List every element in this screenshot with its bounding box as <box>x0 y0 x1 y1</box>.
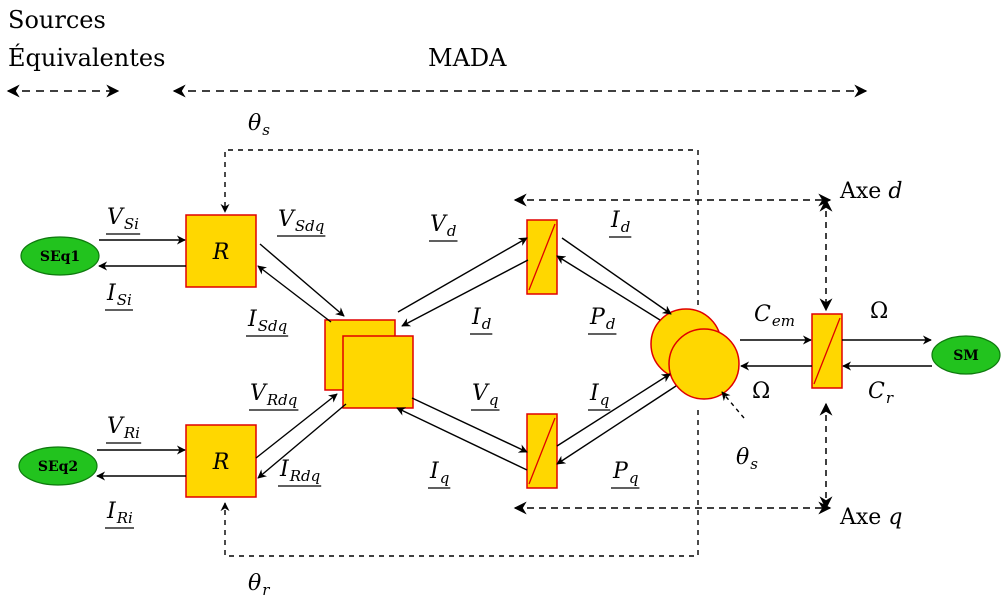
theta-s-loop <box>220 149 699 305</box>
label-theta-r-bottom: θr <box>248 571 270 599</box>
label-i-d-out: Id <box>610 208 630 236</box>
label-v-rdq: VRdq <box>250 381 297 409</box>
label-i-ri: IRi <box>106 499 133 527</box>
axe-q-label: Axe q <box>839 505 902 530</box>
arrow-v-rdq <box>255 393 338 459</box>
sources-heading-line1: Sources <box>8 6 106 34</box>
arrow-v-q <box>411 397 528 453</box>
arrow-theta-s-mech <box>721 391 745 419</box>
r-block-rotor: R <box>185 424 257 498</box>
arrow-i-q-to-central <box>396 407 528 471</box>
source-seq2-label: SEq2 <box>38 459 78 475</box>
arrow-p-q <box>556 385 677 465</box>
arrow-i-sdq <box>257 265 332 323</box>
source-seq1: SEq1 <box>20 236 100 276</box>
converter-block-d <box>526 219 558 295</box>
label-i-rdq: IRdq <box>279 457 320 485</box>
central-coupling-block <box>324 319 414 409</box>
arrow-v-d <box>397 237 528 313</box>
arrow-v-sdq <box>259 243 345 317</box>
label-c-r: Cr <box>868 379 894 407</box>
label-v-q: Vq <box>472 381 499 409</box>
r-block-rotor-label: R <box>212 450 230 475</box>
converter-block-q <box>526 413 558 489</box>
source-sm-label: SM <box>953 348 979 364</box>
source-sm: SM <box>931 335 1001 375</box>
arrow-i-d-to-machine <box>561 237 672 315</box>
label-v-d: Vd <box>430 212 457 240</box>
label-theta-s-top: θs <box>248 111 270 139</box>
source-seq2: SEq2 <box>18 446 98 486</box>
label-omega-bottom: Ω <box>752 379 770 404</box>
label-i-q-in: Iq <box>429 459 449 487</box>
label-p-q: Pq <box>612 459 638 487</box>
label-v-sdq: VSdq <box>278 207 324 235</box>
label-p-d: Pd <box>589 305 615 333</box>
label-i-sdq: ISdq <box>247 307 287 335</box>
machine-circles <box>650 308 740 400</box>
label-omega-top: Ω <box>870 299 888 324</box>
label-v-si: VSi <box>107 205 139 233</box>
label-v-ri: VRi <box>107 414 140 442</box>
label-i-d-in: Id <box>471 305 491 333</box>
r-block-stator-label: R <box>212 240 230 265</box>
label-c-em: Cem <box>754 302 795 330</box>
mechanical-coupler-block <box>811 313 843 389</box>
arrow-p-d <box>556 255 661 321</box>
axe-d-label: Axe d <box>839 179 902 204</box>
source-seq1-label: SEq1 <box>40 249 80 265</box>
arrow-i-d-to-central <box>401 259 529 327</box>
label-i-si: ISi <box>106 281 132 309</box>
label-theta-s-mech: θs <box>736 445 758 473</box>
sources-heading-line2: Équivalentes <box>8 43 165 72</box>
arrow-i-q-to-machine <box>556 373 671 447</box>
arrow-i-rdq <box>257 403 347 479</box>
label-i-q-out: Iq <box>589 381 609 409</box>
theta-r-loop <box>220 410 699 557</box>
mada-heading: MADA <box>428 44 507 72</box>
r-block-stator: R <box>185 214 257 288</box>
